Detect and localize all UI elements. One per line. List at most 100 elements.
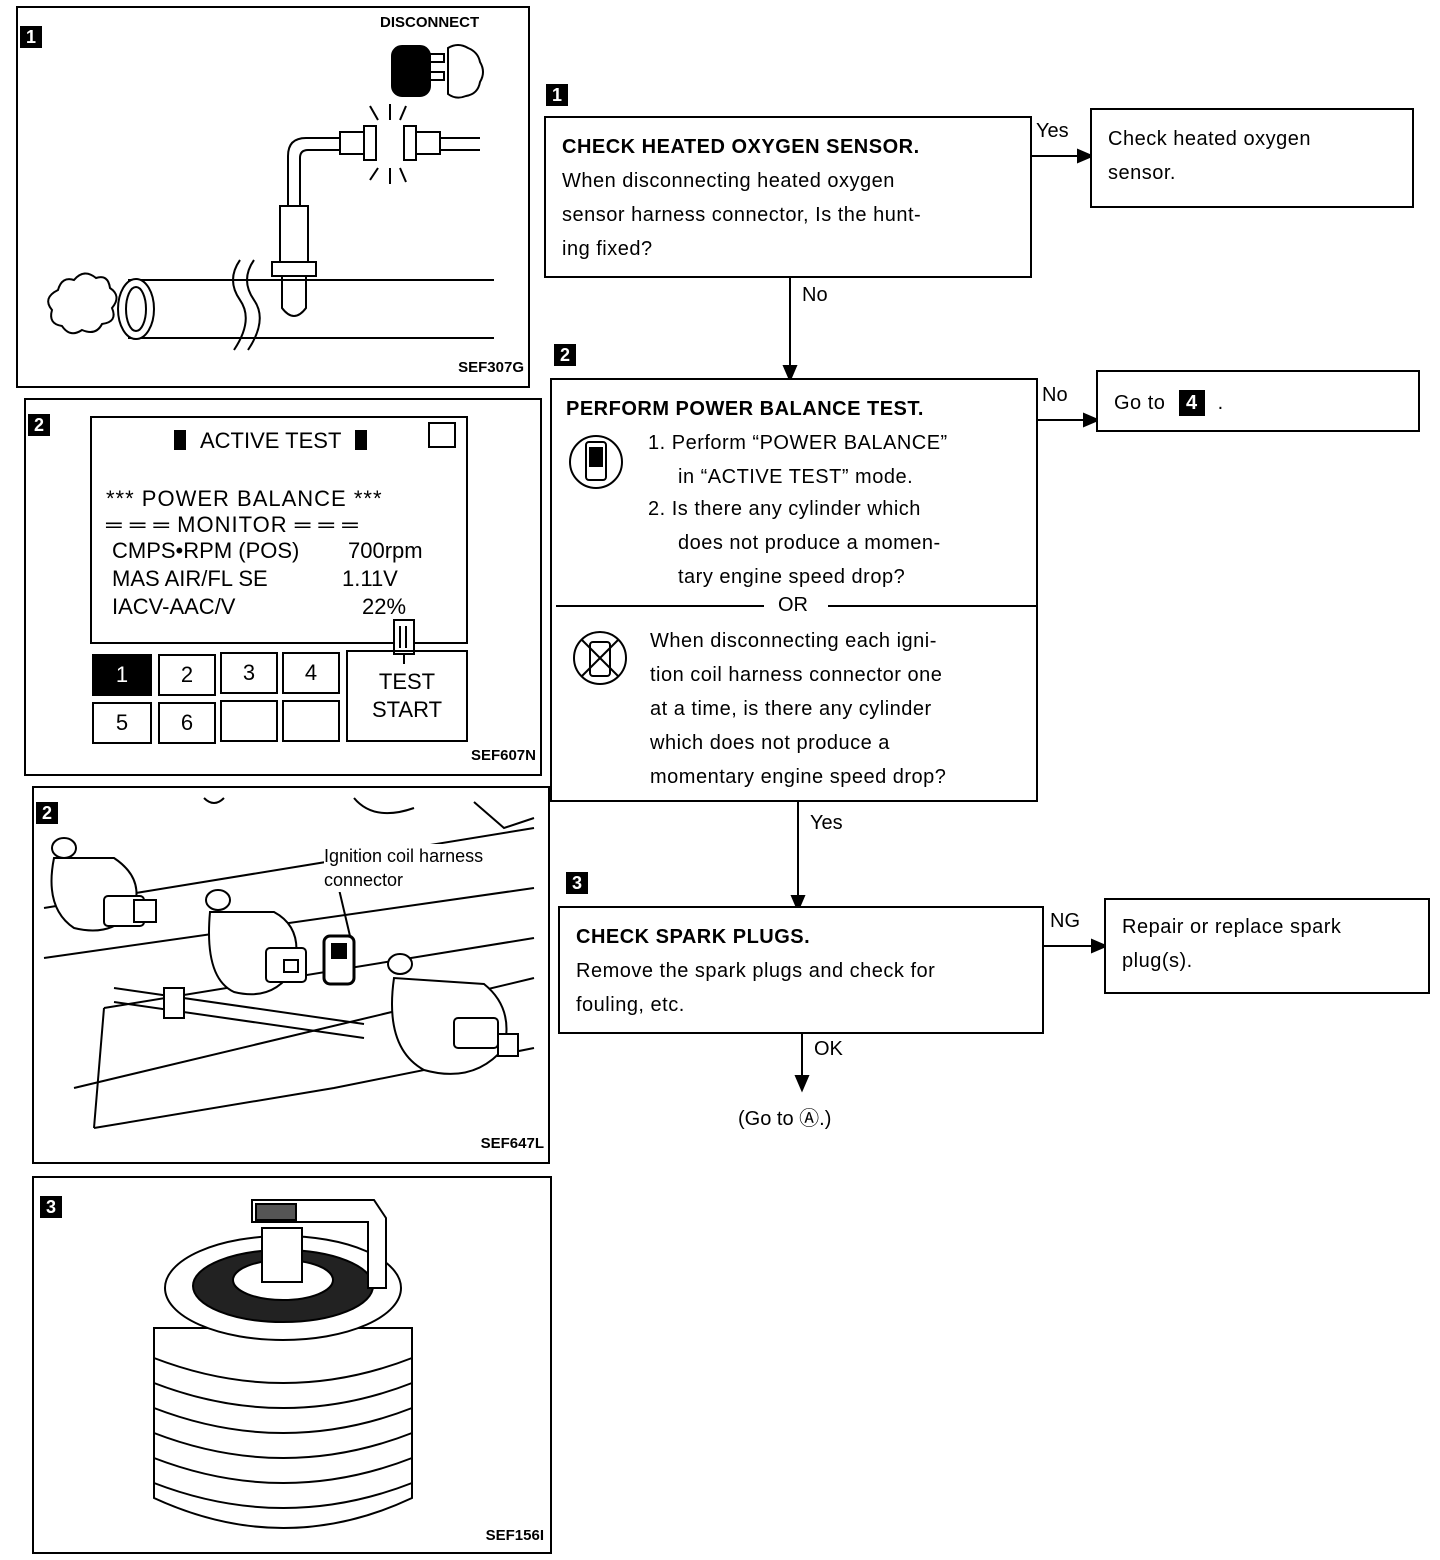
alt-line-2: tion coil harness connector one	[650, 664, 943, 686]
callout-line-1: Ignition coil harness	[324, 846, 484, 866]
coil-harness-callout: Ignition coil harness connector	[324, 844, 484, 892]
connector-disconnect-icon	[391, 44, 484, 99]
figure-2b-code: SEF647L	[480, 1135, 544, 1152]
screen-title: ACTIVE TEST	[200, 428, 342, 453]
alt-line-4: which does not produce a	[650, 732, 890, 754]
step-1-line-2: sensor harness connector, Is the hunt-	[562, 204, 922, 226]
step-1-no-label: No	[802, 284, 828, 306]
item-1-line-1: 1. Perform “POWER BALANCE”	[648, 432, 948, 454]
step-2-item-2: 2. Is there any cylinder which does not …	[648, 492, 941, 594]
figure-2a-panel: 2 ACTIVE TEST *** POWER BALANCE *** ═ ═ …	[24, 398, 542, 776]
figure-1-panel: 1 DISCONNECT	[16, 6, 530, 388]
ng-result-line-2: plug(s).	[1122, 950, 1193, 972]
finger-touch-icon	[393, 619, 415, 664]
step-2-title: PERFORM POWER BALANCE TEST.	[566, 398, 924, 420]
alt-line-1: When disconnecting each igni-	[650, 630, 937, 652]
step-2-box: PERFORM POWER BALANCE TEST. 1. Perform “…	[550, 378, 1038, 802]
item-1-line-2: in “ACTIVE TEST” mode.	[678, 466, 914, 488]
figure-2b-panel: 2	[32, 786, 550, 1164]
step-1-yes-label: Yes	[1036, 120, 1069, 142]
yes-result-line-2: sensor.	[1108, 162, 1176, 184]
monitor-row-2: MAS AIR/FL SE 1.11V	[112, 566, 452, 592]
step-1-number: 1	[546, 84, 568, 106]
step-1-yes-result: Check heated oxygen sensor.	[1090, 108, 1414, 208]
step-1-box: CHECK HEATED OXYGEN SENSOR. When disconn…	[544, 116, 1032, 278]
step-2-no-result: Go to 4 .	[1096, 370, 1420, 432]
step-3-box: CHECK SPARK PLUGS. Remove the spark plug…	[558, 906, 1044, 1034]
test-start-line-2: START	[371, 697, 443, 722]
item-2-line-2: does not produce a momen-	[678, 532, 941, 554]
spark-plug-illustration	[153, 1199, 413, 1529]
step-3-number: 3	[566, 872, 588, 894]
test-name: *** POWER BALANCE ***	[106, 486, 383, 511]
step-3-line-1: Remove the spark plugs and check for	[576, 960, 936, 982]
key-3[interactable]: 3	[220, 652, 278, 694]
key-2[interactable]: 2	[158, 654, 216, 696]
consult-tool-icon	[556, 435, 1036, 685]
figure-3-number: 3	[40, 1196, 62, 1218]
go-to-prefix: Go to	[1114, 392, 1166, 414]
step-3-ng-result: Repair or replace spark plug(s).	[1104, 898, 1430, 994]
title-marker-left-icon	[174, 430, 186, 450]
step-2-yes-label: Yes	[810, 812, 843, 834]
step-3-ok-label: OK	[814, 1038, 843, 1060]
row-name: IACV-AAC/V	[112, 594, 236, 619]
step-3-ok-result[interactable]: (Go to Ⓐ.)	[738, 1108, 832, 1130]
no-tool-icon	[573, 631, 627, 685]
go-to-step-badge[interactable]: 4	[1178, 390, 1205, 416]
row-name: CMPS•RPM (POS)	[112, 538, 300, 563]
row-name: MAS AIR/FL SE	[112, 566, 268, 591]
key-6[interactable]: 6	[158, 702, 216, 744]
key-8[interactable]	[282, 700, 340, 742]
step-1-line-3: ing fixed?	[562, 238, 653, 260]
step-3-line-2: fouling, etc.	[576, 994, 685, 1016]
key-1[interactable]: 1	[92, 654, 152, 696]
go-to-suffix: .	[1217, 392, 1224, 414]
consult-screen: ACTIVE TEST *** POWER BALANCE *** ═ ═ ═ …	[90, 416, 468, 644]
figure-2b-number: 2	[36, 802, 58, 824]
monitor-label: MONITOR	[177, 512, 288, 537]
callout-line-2: connector	[324, 870, 404, 890]
screen-title-row: ACTIVE TEST	[174, 428, 368, 454]
figure-3-code: SEF156I	[485, 1527, 544, 1544]
figure-1-code: SEF307G	[458, 359, 524, 376]
monitor-row-1: CMPS•RPM (POS) 700rpm	[112, 538, 452, 564]
test-start-button[interactable]: TEST START	[346, 650, 468, 742]
or-divider-label: OR	[778, 594, 808, 616]
alt-line-3: at a time, is there any cylinder	[650, 698, 932, 720]
figure-3-panel: 3 SEF156I	[32, 1176, 552, 1554]
disconnect-spark-icon	[369, 104, 407, 184]
item-2-line-3: tary engine speed drop?	[678, 566, 906, 588]
row-value: 22%	[362, 594, 407, 619]
step-2-item-1: 1. Perform “POWER BALANCE” in “ACTIVE TE…	[648, 426, 948, 494]
figure-2a-number: 2	[28, 414, 50, 436]
disconnect-label: DISCONNECT	[380, 14, 480, 31]
ignition-coil-illustration	[43, 797, 535, 1129]
yes-result-line-1: Check heated oxygen	[1108, 128, 1311, 150]
monitor-dash-left-icon: ═ ═ ═	[106, 512, 170, 537]
monitor-row-3: IACV-AAC/V 22%	[112, 594, 452, 620]
oxygen-sensor-illustration	[47, 44, 494, 351]
row-value: 1.11V	[342, 566, 398, 591]
screen-corner-box	[428, 422, 456, 448]
step-3-title: CHECK SPARK PLUGS.	[576, 926, 811, 948]
key-5[interactable]: 5	[92, 702, 152, 744]
alt-line-5: momentary engine speed drop?	[650, 766, 947, 788]
key-7[interactable]	[220, 700, 278, 742]
step-3-ng-label: NG	[1050, 910, 1080, 932]
test-start-line-1: TEST	[378, 669, 436, 694]
monitor-dash-right-icon: ═ ═ ═	[294, 512, 359, 537]
item-2-line-1: 2. Is there any cylinder which	[648, 498, 921, 520]
figure-2a-code: SEF607N	[470, 747, 536, 764]
title-marker-right-icon	[355, 430, 368, 450]
step-2-number: 2	[554, 344, 576, 366]
step-1-title: CHECK HEATED OXYGEN SENSOR.	[562, 136, 920, 158]
figure-1-number: 1	[20, 26, 42, 48]
step-1-line-1: When disconnecting heated oxygen	[562, 170, 895, 192]
monitor-row: ═ ═ ═ MONITOR ═ ═ ═	[106, 512, 359, 538]
key-4[interactable]: 4	[282, 652, 340, 694]
ng-result-line-1: Repair or replace spark	[1122, 916, 1342, 938]
step-2-no-label: No	[1042, 384, 1068, 406]
row-value: 700rpm	[348, 538, 423, 563]
